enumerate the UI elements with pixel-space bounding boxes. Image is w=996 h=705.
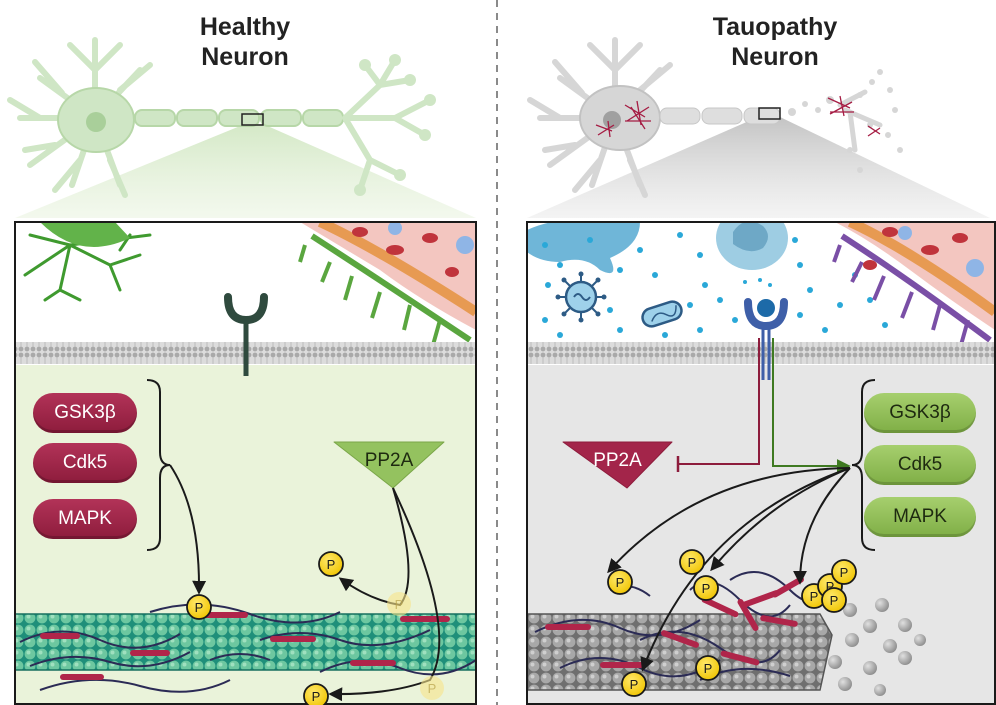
healthy-faded-phosphate-1 bbox=[387, 592, 411, 616]
tauopathy-phosphate: P bbox=[831, 559, 857, 585]
phosphate-label: P bbox=[616, 575, 625, 590]
tauopathy-phosphate: P bbox=[679, 549, 705, 575]
cytokine-particles bbox=[542, 232, 888, 338]
tauopathy-phosphate: P bbox=[621, 671, 647, 697]
healthy-title-line2: Neuron bbox=[201, 43, 289, 71]
tauopathy-blood-vessel-icon bbox=[832, 222, 995, 346]
zoom-box-healthy bbox=[241, 113, 264, 126]
tauopathy-title-line1: Tauopathy bbox=[712, 13, 838, 41]
tauopathy-phosphate: P bbox=[695, 655, 721, 681]
phosphate-label: P bbox=[327, 557, 336, 572]
neurofibrillary-tangles bbox=[595, 95, 881, 138]
tauopathy-microglia-icon bbox=[527, 222, 640, 273]
tauopathy-phosphatase-label: PP2A bbox=[593, 450, 642, 471]
healthy-phosphate: P bbox=[186, 594, 212, 620]
faded-phosphate-label: P bbox=[428, 681, 437, 696]
bacterium-icon bbox=[641, 300, 683, 328]
healthy-phosphatase-label: PP2A bbox=[364, 450, 414, 471]
tauopathy-kinase-cdk5: Cdk5 bbox=[864, 445, 976, 485]
tauopathy-kinase-mapk: MAPK bbox=[864, 497, 976, 537]
healthy-kinase-mapk: MAPK bbox=[33, 499, 137, 539]
tauopathy-cell-membrane bbox=[527, 342, 995, 364]
tauopathy-tau-segments bbox=[545, 576, 804, 668]
pp2a-inhibition-line bbox=[678, 338, 760, 465]
virus-icon bbox=[555, 271, 607, 323]
phosphate-label: P bbox=[702, 581, 711, 596]
healthy-pp2a-arrow-2 bbox=[328, 487, 441, 702]
healthy-title: Healthy Neuron bbox=[160, 12, 330, 72]
tauopathy-microtubule bbox=[527, 613, 833, 691]
healthy-neuron-illustration bbox=[7, 37, 476, 218]
faded-phosphate-label: P bbox=[395, 597, 404, 612]
tauopathy-zoom-frame bbox=[526, 221, 996, 705]
tauopathy-receptor-icon bbox=[744, 298, 788, 380]
immune-cell-icon bbox=[716, 222, 788, 270]
tauopathy-kinase-arrows bbox=[607, 467, 851, 672]
healthy-zoom-frame bbox=[14, 221, 477, 705]
kinase-activation-arrow bbox=[772, 338, 851, 473]
phosphate-label: P bbox=[840, 565, 849, 580]
tubulin-debris bbox=[828, 598, 926, 696]
tauopathy-phosphate: P bbox=[821, 587, 847, 613]
healthy-title-line1: Healthy bbox=[199, 13, 291, 41]
phosphate-label: P bbox=[810, 589, 819, 604]
healthy-kinase-cdk5: Cdk5 bbox=[33, 443, 137, 483]
tauopathy-neuron-illustration bbox=[527, 37, 990, 218]
healthy-microtubule bbox=[15, 613, 476, 671]
tauopathy-title: Tauopathy Neuron bbox=[690, 12, 860, 72]
phosphate-label: P bbox=[312, 689, 321, 704]
phosphate-label: P bbox=[826, 579, 835, 594]
healthy-receptor-icon bbox=[224, 293, 268, 376]
tauopathy-kinase-gsk3b: GSK3β bbox=[864, 393, 976, 433]
healthy-kinase-arrow bbox=[169, 464, 207, 595]
zoom-box-tauopathy bbox=[758, 107, 781, 120]
healthy-phosphate: P bbox=[303, 683, 329, 705]
tauopathy-phosphate: P bbox=[607, 569, 633, 595]
tauopathy-phosphate: P bbox=[693, 575, 719, 601]
healthy-kinase-gsk3b: GSK3β bbox=[33, 393, 137, 433]
healthy-blood-vessel-icon bbox=[298, 222, 476, 346]
phosphate-label: P bbox=[688, 555, 697, 570]
tauopathy-title-line2: Neuron bbox=[731, 43, 819, 71]
healthy-pp2a-shape bbox=[333, 441, 445, 489]
phosphate-label: P bbox=[195, 600, 204, 615]
healthy-phosphate: P bbox=[318, 551, 344, 577]
healthy-tau-proteins bbox=[19, 603, 476, 693]
tauopathy-pp2a-shape bbox=[562, 441, 673, 489]
tauopathy-kinase-bracket bbox=[851, 379, 876, 551]
healthy-faded-phosphate-2 bbox=[420, 676, 444, 700]
phosphate-label: P bbox=[830, 593, 839, 608]
phosphate-label: P bbox=[704, 661, 713, 676]
phosphate-label: P bbox=[630, 677, 639, 692]
healthy-glial-cell-body bbox=[40, 222, 130, 247]
